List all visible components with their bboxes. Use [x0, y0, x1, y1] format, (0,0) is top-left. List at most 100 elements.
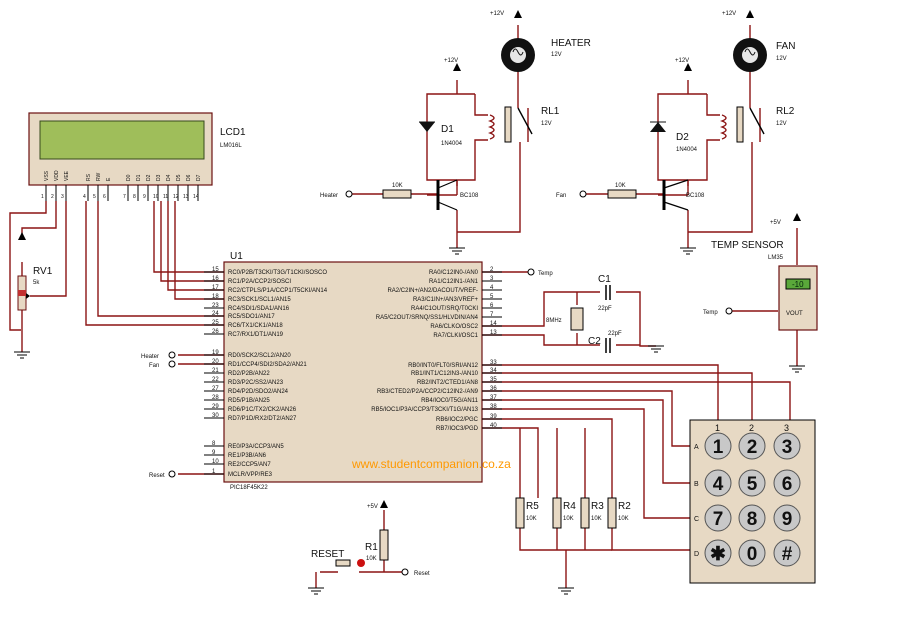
pic-pin-number: 8: [212, 441, 216, 447]
pic-pin-number: 3: [490, 276, 494, 282]
keypad-key-label: 5: [747, 474, 758, 495]
fan-section: +12V FAN 12V +12V D2 1N4004 RL2 12V 10K …: [556, 10, 795, 211]
pic-pin-name: RB1/INT1/C12IN3-/AN10: [411, 371, 479, 377]
heater-supply: +12V: [490, 11, 504, 17]
pic-pin-number: 7: [490, 312, 494, 318]
pic-pin-name: RD7/P1D/RX2/DT2/AN27: [228, 416, 297, 422]
c2-capacitor: [605, 338, 611, 353]
lcd-display: LCD1 LM016L VSS1VDD2VEE3RS4RW5E6D07D18D2…: [28, 112, 246, 201]
keypad-key-label: 4: [713, 474, 724, 495]
resistor-designator: R4: [563, 501, 576, 512]
d1-part: 1N4004: [441, 141, 463, 147]
resistor-designator: R3: [591, 501, 604, 512]
pull-down-resistor: [580, 497, 590, 529]
keypad-key[interactable]: [773, 539, 801, 567]
keypad-key[interactable]: [773, 469, 801, 497]
pic-pin-number: 4: [490, 285, 494, 291]
r1-resistor: [379, 529, 389, 561]
heater-section: +12V HEATER 12V +12V D1 1N4004 RL1 12V 1…: [320, 10, 591, 211]
fan-supply: +12V: [722, 11, 736, 17]
lcd-pin-number: 12: [173, 194, 179, 200]
pic-pin-name: RD2/P2B/AN22: [228, 371, 270, 377]
pic-pin-number: 27: [212, 386, 219, 392]
keypad-row-label: D: [694, 551, 699, 558]
pic-pin-number: 14: [490, 321, 497, 327]
c1-capacitor: [605, 285, 611, 300]
c2-value: 22pF: [608, 331, 622, 337]
lcd-pin-number: 13: [183, 194, 189, 200]
d1-designator: D1: [441, 124, 454, 135]
lcd-pin-number: 10: [153, 194, 159, 200]
reset-circuit: +5V R1 10K RESET Reset: [311, 500, 430, 577]
lcd-pin-number: 4: [83, 194, 86, 200]
pic-pin-name: RC0/P2B/T3CKI/T3G/T1CKI/SOSCO: [228, 270, 327, 276]
rv1-designator: RV1: [33, 266, 53, 277]
lcd-screen: [39, 120, 205, 160]
supply-arrow-icon: [18, 232, 26, 240]
pic-pin-name: RB2/INT2/CTED1/AN8: [417, 380, 479, 386]
keypad-key[interactable]: [773, 504, 801, 532]
keypad-key-label: 0: [747, 544, 758, 565]
rl1-switch: [517, 107, 533, 135]
resistor-value: 10K: [618, 516, 629, 522]
keypad-key[interactable]: [704, 539, 732, 567]
lcd-pin-name: D0: [126, 174, 132, 181]
keypad-key[interactable]: [773, 432, 801, 460]
pic-pin-name: RB6/IOC2/PGC: [436, 417, 479, 423]
rv1-value: 5k: [33, 280, 40, 286]
keypad-key-label: 1: [713, 437, 724, 458]
r1-value: 10K: [366, 556, 377, 562]
pic-pin-number: 5: [490, 294, 494, 300]
pic-pin-name: RC1/P2A/CCP2/SOSCI: [228, 279, 291, 285]
keypad-key[interactable]: [704, 469, 732, 497]
resistor-designator: R5: [526, 501, 539, 512]
fan-net: Fan: [556, 193, 566, 199]
pic-pin-number: 15: [212, 267, 219, 273]
pic-pin-number: 30: [212, 413, 219, 419]
crystal-label: 8MHz: [546, 318, 562, 324]
d2-diode-icon: [650, 122, 666, 132]
rv1-potentiometer: RV1 5k: [17, 232, 53, 311]
keypad-key[interactable]: [704, 504, 732, 532]
keypad-row-label: C: [694, 516, 699, 523]
lcd-pin-number: 9: [143, 194, 146, 200]
pic-pin-name: RB7/IOC3/PGD: [436, 426, 479, 432]
c2-designator: C2: [588, 336, 601, 347]
keypad-col-label: 2: [749, 423, 754, 433]
fan-resistor-value: 10K: [615, 183, 626, 189]
pic-pin-number: 2: [490, 267, 494, 273]
pic-pin-name: RC3/SCK1/SCL1/AN15: [228, 297, 291, 303]
d2-part: 1N4004: [676, 147, 698, 153]
pic-pin-number: 13: [490, 330, 497, 336]
pic-pin-number: 9: [212, 450, 216, 456]
lcd-pin-number: 14: [193, 194, 199, 200]
pic-pin-number: 17: [212, 285, 219, 291]
pic-pin-number: 40: [490, 423, 497, 429]
d2-designator: D2: [676, 132, 689, 143]
keypad-key[interactable]: [738, 504, 766, 532]
pic-pin-name: RD4/P2D/SDO2/AN24: [228, 389, 289, 395]
pic-pin-number: 38: [490, 404, 497, 410]
heater-relay-supply: +12V: [444, 58, 458, 64]
keypad-key[interactable]: [704, 432, 732, 460]
keypad-key[interactable]: [738, 539, 766, 567]
keypad-key[interactable]: [738, 469, 766, 497]
lcd-pin-number: 7: [123, 194, 126, 200]
keypad-key[interactable]: [738, 432, 766, 460]
lcd-pin-name: D5: [176, 174, 182, 181]
sensor-temp-net: Temp: [703, 310, 718, 316]
lcd-pin-number: 8: [133, 194, 136, 200]
pic-pin-name: RE0/P3A/CCP3/AN5: [228, 444, 284, 450]
resistor-value: 10K: [526, 516, 537, 522]
keypad-key-label: 3: [782, 437, 793, 458]
lcd-pin-name: D3: [156, 174, 162, 181]
keypad-col-label: 3: [784, 423, 789, 433]
lcd-pin-name: D6: [186, 174, 192, 181]
pic-pin-name: RD3/P2C/SS2/AN23: [228, 380, 284, 386]
pic-right-pins: 2RA0/C12IN0-/AN03RA1/C12IN1-/AN14RA2/C2I…: [371, 267, 502, 432]
keypad-col-label: 1: [715, 423, 720, 433]
rl2-volt: 12V: [776, 121, 787, 127]
reset-button[interactable]: [335, 559, 351, 567]
lcd-pin-number: 5: [93, 194, 96, 200]
